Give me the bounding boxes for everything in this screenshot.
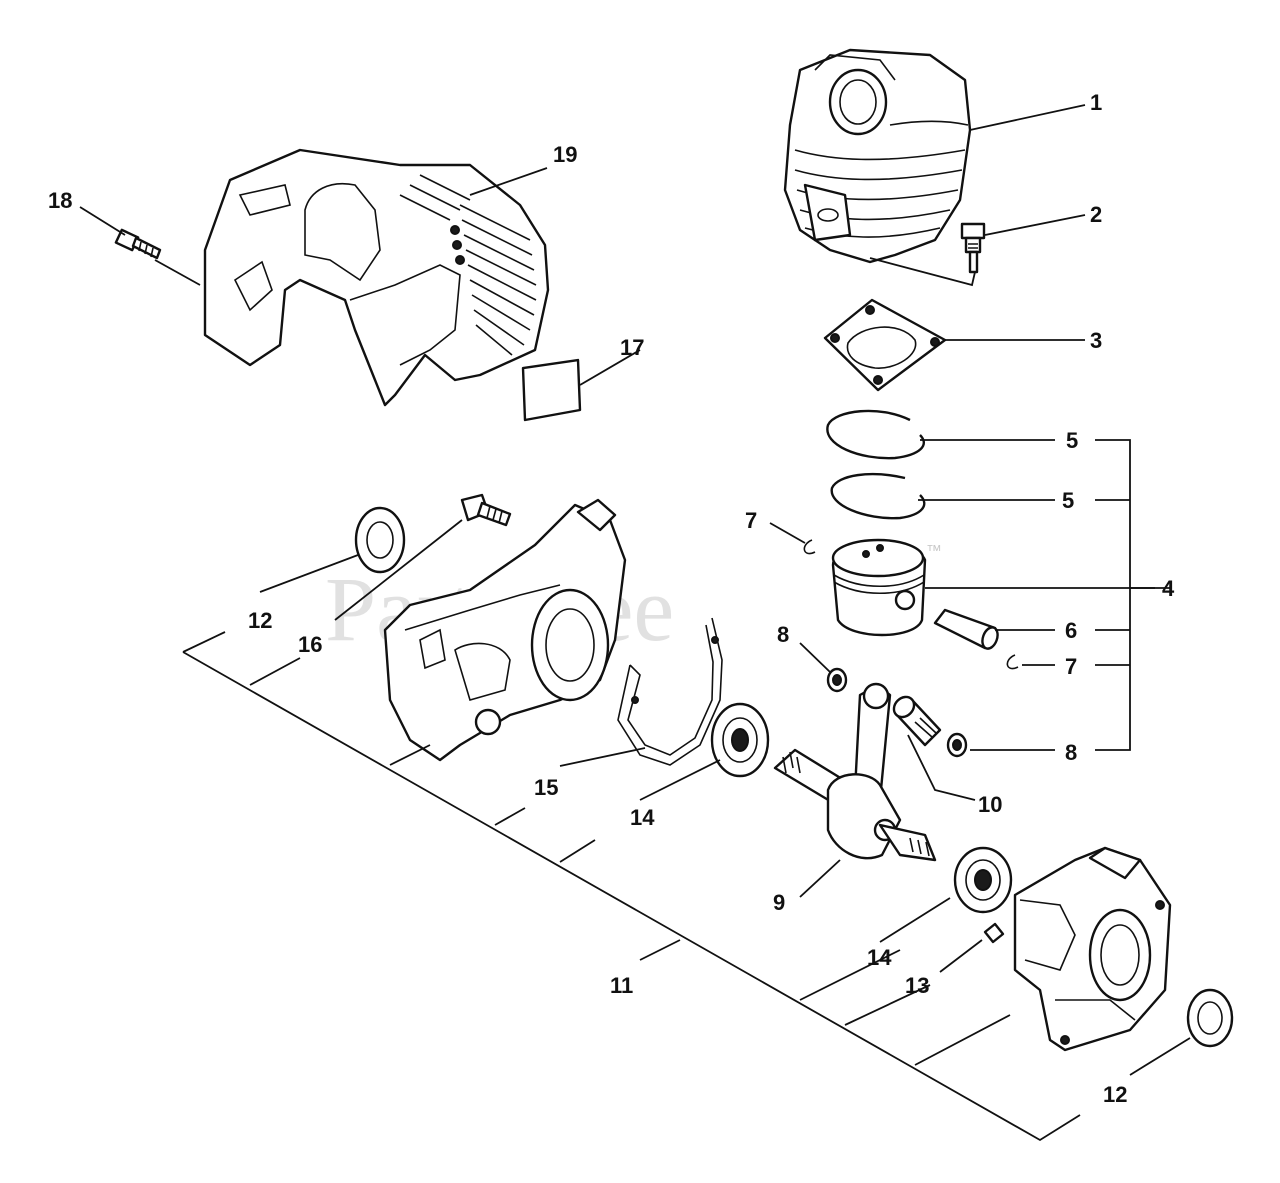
dowel-pin-icon[interactable]: [983, 922, 1005, 944]
callout-17: 17: [620, 335, 644, 360]
piston-kit-icon[interactable]: [831, 538, 927, 637]
cylinder-icon[interactable]: [783, 48, 972, 264]
callout-8-left: 8: [777, 622, 789, 647]
oil-seal-icon[interactable]: [354, 506, 1234, 1048]
piston-pin-icon[interactable]: [933, 608, 1000, 651]
washer-icon[interactable]: [826, 667, 968, 758]
callout-labels: 1 2 3 4 5 5 6 7 7 8 8 9 10 11 12 12 13 1…: [48, 90, 1175, 1107]
gasket-icon[interactable]: [823, 298, 947, 392]
crankcase-right-icon[interactable]: [1013, 846, 1172, 1052]
bolt-icon[interactable]: [460, 493, 512, 527]
callout-13: 13: [905, 973, 929, 998]
callout-12-left: 12: [248, 608, 272, 633]
callout-8-right: 8: [1065, 740, 1077, 765]
engine-cover-icon[interactable]: [203, 148, 550, 407]
callout-15: 15: [534, 775, 558, 800]
callout-10: 10: [978, 792, 1002, 817]
leader-lines: [79, 104, 1191, 1142]
watermark-trademark: ™: [926, 543, 942, 560]
screw-icon[interactable]: [114, 228, 162, 260]
callout-19: 19: [553, 142, 577, 167]
callout-18: 18: [48, 188, 72, 213]
callout-2: 2: [1090, 202, 1102, 227]
callout-9: 9: [773, 890, 785, 915]
spark-plug-icon[interactable]: [960, 222, 986, 274]
callout-4: 4: [1162, 576, 1175, 601]
callout-5-top: 5: [1066, 428, 1078, 453]
callout-7-left: 7: [745, 508, 757, 533]
ball-bearing-icon[interactable]: [710, 702, 1013, 914]
piston-ring-icon[interactable]: [826, 409, 926, 520]
callout-1: 1: [1090, 90, 1102, 115]
crankcase-icon[interactable]: [383, 498, 627, 762]
label-icon[interactable]: [521, 358, 582, 422]
callout-16: 16: [298, 632, 322, 657]
callout-3: 3: [1090, 328, 1102, 353]
crankcase-gasket-icon[interactable]: [617, 617, 723, 766]
callout-11: 11: [610, 973, 633, 998]
callout-12-right: 12: [1103, 1082, 1127, 1107]
crankshaft-icon[interactable]: [773, 682, 937, 862]
callout-5-bottom: 5: [1062, 488, 1074, 513]
callout-14-left: 14: [630, 805, 655, 830]
callout-7-right: 7: [1065, 654, 1077, 679]
callout-14-right: 14: [867, 945, 892, 970]
circlip-icon[interactable]: [803, 539, 1019, 670]
callout-6: 6: [1065, 618, 1077, 643]
needle-bearing-icon[interactable]: [890, 693, 942, 747]
